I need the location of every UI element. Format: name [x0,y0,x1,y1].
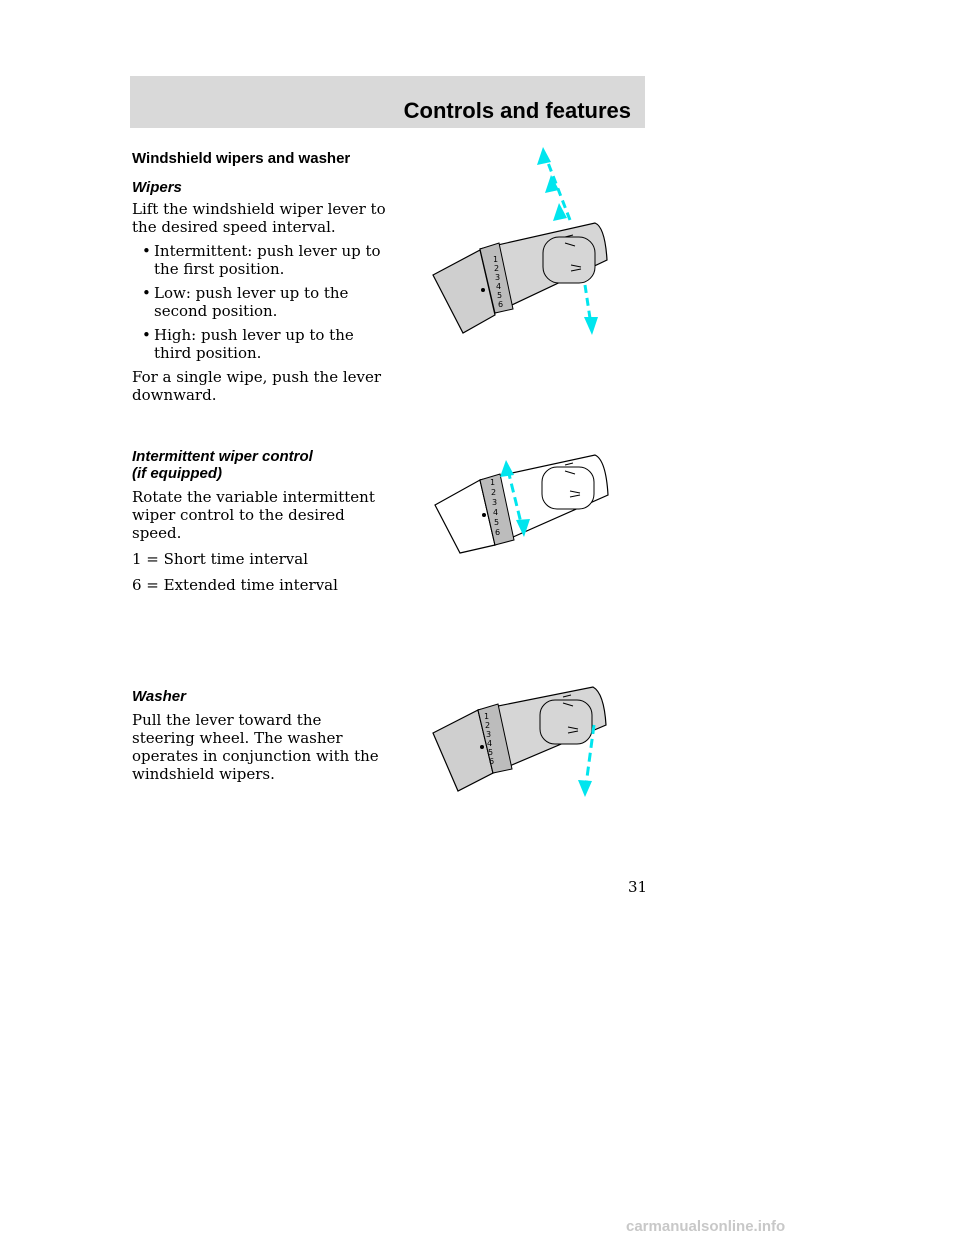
dial-number: 5 [497,291,502,300]
dial-number: 1 [484,712,489,721]
lever-band [477,703,513,774]
pull-arrow-line [584,724,596,786]
washer-text: Pull the lever toward the steering wheel… [132,711,379,783]
wiper-lever-diagram-interval: 1 2 3 4 5 6 [434,454,609,554]
rotate-arrow-head [516,519,530,537]
dial-number: 3 [495,273,500,282]
dial-number: 6 [495,528,500,537]
intermittent-heading: Intermittent wiper control (if equipped) [132,448,313,482]
washer-heading: Washer [132,688,186,705]
wiper-icon [562,694,574,707]
up-arrow-head [537,147,551,165]
wipers-heading: Wipers [132,179,182,196]
page-title: Controls and features [403,98,631,123]
intermittent-text-block: Intermittent wiper control (if equipped)… [132,448,387,594]
watermark: carmanualsonline.info [626,1218,786,1235]
lever-band [479,242,514,314]
intermittent-intro: Rotate the variable intermittent wiper c… [132,488,375,542]
down-arrow-head [584,317,598,335]
dial-number: 1 [490,478,495,487]
indicator-dot [481,288,485,292]
list-item: •Intermittent: push lever up to the firs… [142,242,381,278]
indicator-dot [482,513,486,517]
wipers-intro: Lift the windshield wiper lever to the d… [132,200,386,236]
indicator-dot [480,745,484,749]
section-title: Windshield wipers and washer [132,150,351,167]
wiper-icon [564,234,576,247]
header-band: Controls and features [130,76,645,128]
short-interval-text: 1 = Short time interval [132,550,309,568]
wiper-icon [570,264,582,272]
washer-text-block: Washer Pull the lever toward the steerin… [132,688,387,783]
wiper-lever-diagram-washer: 1 2 3 4 5 6 [432,686,607,797]
up-arrow-line [543,154,572,221]
extended-interval-text: 6 = Extended time interval [132,576,338,594]
dial-number: 5 [494,518,499,527]
list-item: •Low: push lever up to the second positi… [142,284,349,320]
dial-number: 6 [489,757,494,766]
dial-number: 4 [487,739,492,748]
up-arrow-head [553,203,567,221]
lever-stalk [432,249,496,334]
dial-number: 5 [488,748,493,757]
page-number: 31 [628,878,648,896]
washer-button [541,466,595,510]
wiper-icon [564,462,576,475]
list-item: •High: push lever up to the third positi… [142,326,354,362]
up-arrow-head [545,175,559,193]
lever-band [479,473,515,546]
rotate-arrow-line [506,469,524,528]
dial-number: 2 [491,488,496,497]
wiper-icon [567,726,579,734]
single-wipe-text: For a single wipe, push the lever downwa… [132,368,382,404]
dial-number: 6 [498,300,503,309]
dial-number: 3 [486,730,491,739]
dial-number: 1 [493,255,498,264]
rotate-arrow-head [500,460,514,477]
dial-number: 4 [496,282,501,291]
dial-number: 2 [485,721,490,730]
dial-number: 4 [493,508,498,517]
wiper-icon [569,490,581,498]
washer-button [542,236,596,284]
dial-number: 3 [492,498,497,507]
wipers-bullets: •Intermittent: push lever up to the firs… [132,242,387,362]
wipers-text-block: Windshield wipers and washer Wipers Lift… [132,150,387,404]
wiper-lever-diagram-speeds: 1 2 3 4 5 6 [432,147,608,335]
washer-button [539,699,593,745]
dial-number: 2 [494,264,499,273]
pull-arrow-head [578,780,592,797]
